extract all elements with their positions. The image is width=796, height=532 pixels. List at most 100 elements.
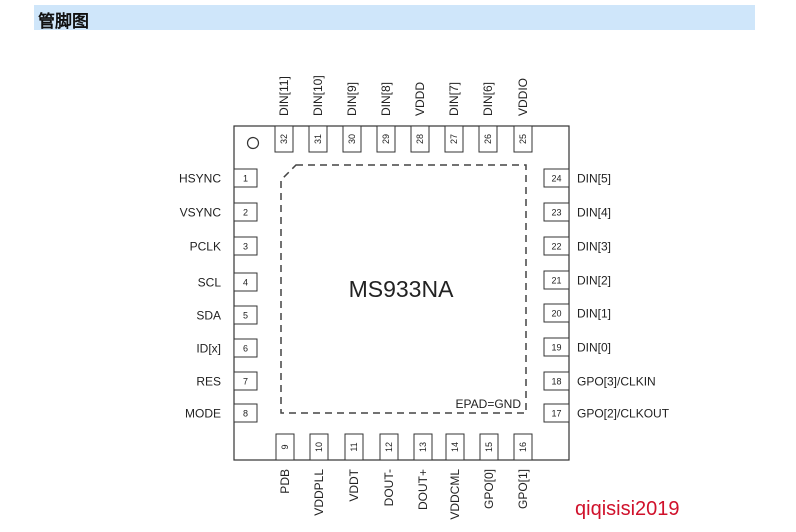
pin-number-16: 16	[518, 442, 528, 452]
pin-label-18: GPO[3]/CLKIN	[577, 375, 656, 389]
pin-number-4: 4	[243, 278, 248, 288]
pin-box-11	[344, 433, 364, 461]
pin-box-1	[233, 168, 258, 188]
pin-box-22	[543, 236, 570, 256]
pins-group: 1 HSYNC 2 VSYNC 3 PCLK 4 SCL 5 SDA 6 ID[x] 7 RES 8 MODE…	[179, 75, 670, 519]
pin-label-15: GPO[0]	[482, 469, 496, 509]
pin-box-32	[274, 125, 294, 153]
pin-label-10: VDDPLL	[312, 469, 326, 516]
pin-box-3	[233, 236, 258, 256]
pin-number-26: 26	[483, 134, 493, 144]
pin-box-30	[342, 125, 362, 153]
pin-number-21: 21	[551, 276, 561, 286]
section-title: 管脚图	[38, 12, 89, 32]
package-outline	[233, 125, 570, 461]
pin-box-18	[543, 371, 570, 391]
pin1-marker	[246, 136, 260, 150]
pin-box-24	[543, 168, 570, 188]
pin-label-22: DIN[3]	[577, 240, 611, 254]
pin-number-31: 31	[313, 134, 323, 144]
pin-number-23: 23	[551, 208, 561, 218]
pin-box-9	[275, 433, 295, 461]
pin-label-3: PCLK	[190, 240, 221, 254]
pin-label-27: DIN[7]	[447, 82, 461, 116]
pin-label-32: DIN[11]	[277, 76, 291, 116]
pin-number-11: 11	[349, 442, 359, 451]
pin-label-13: DOUT+	[416, 469, 430, 510]
pin-box-19	[543, 337, 570, 357]
pin-label-30: DIN[9]	[345, 82, 359, 116]
pin-number-25: 25	[518, 134, 528, 144]
pin-label-31: DIN[10]	[311, 75, 325, 116]
pin-box-10	[309, 433, 329, 461]
chip-name: MS933NA	[349, 276, 454, 302]
pin-number-10: 10	[314, 442, 324, 452]
pin-box-31	[308, 125, 328, 153]
pin-number-13: 13	[418, 442, 428, 452]
pin-box-21	[543, 270, 570, 290]
section-header: 管脚图	[34, 5, 755, 32]
pin-number-7: 7	[243, 377, 248, 387]
pin-label-20: DIN[1]	[577, 307, 611, 321]
pin-label-5: SDA	[196, 309, 221, 323]
pin-number-15: 15	[484, 442, 494, 452]
pin-box-28	[410, 125, 430, 153]
pin-box-6	[233, 338, 258, 358]
pin-box-2	[233, 202, 258, 222]
pin-box-13	[413, 433, 433, 461]
pin-number-32: 32	[279, 134, 289, 144]
pin-label-19: DIN[0]	[577, 341, 611, 355]
pin-box-12	[379, 433, 399, 461]
pin-label-23: DIN[4]	[577, 206, 611, 220]
pin-number-9: 9	[280, 444, 290, 449]
pin-number-3: 3	[243, 242, 248, 252]
pin-number-29: 29	[381, 134, 391, 144]
pin-label-8: MODE	[185, 407, 221, 421]
pin-number-2: 2	[243, 208, 248, 218]
pin-box-17	[543, 403, 570, 423]
pin-label-16: GPO[1]	[516, 469, 530, 509]
pin-number-20: 20	[551, 309, 561, 319]
pin-number-14: 14	[450, 442, 460, 452]
pin-label-9: PDB	[278, 469, 292, 494]
pin-box-20	[543, 303, 570, 323]
pin-label-28: VDDD	[413, 82, 427, 116]
pin-label-14: VDDCML	[448, 469, 462, 520]
watermark: qiqisisi2019	[575, 498, 680, 520]
pin-number-17: 17	[551, 409, 561, 419]
pin-label-29: DIN[8]	[379, 82, 393, 116]
pin-number-28: 28	[415, 134, 425, 144]
pin-label-25: VDDIO	[516, 78, 530, 116]
pin-box-15	[479, 433, 499, 461]
pin-label-1: HSYNC	[179, 172, 221, 186]
pin-label-6: ID[x]	[196, 342, 221, 356]
pin-number-24: 24	[551, 174, 561, 184]
pin-box-5	[233, 305, 258, 325]
pin-label-12: DOUT-	[382, 469, 396, 506]
pin-number-1: 1	[243, 174, 248, 184]
pin-box-14	[445, 433, 465, 461]
pin-box-27	[444, 125, 464, 153]
pin-label-24: DIN[5]	[577, 172, 611, 186]
pin-number-6: 6	[243, 344, 248, 354]
pin-box-23	[543, 202, 570, 222]
pin-label-4: SCL	[198, 276, 222, 290]
pin-number-19: 19	[551, 343, 561, 353]
pin-box-8	[233, 403, 258, 423]
pin-number-30: 30	[347, 134, 357, 144]
pin-number-12: 12	[384, 442, 394, 452]
pin-box-25	[513, 125, 533, 153]
pin-box-7	[233, 371, 258, 391]
pin-number-5: 5	[243, 311, 248, 321]
pin-label-21: DIN[2]	[577, 274, 611, 288]
pin-label-7: RES	[196, 375, 221, 389]
pin-box-26	[478, 125, 498, 153]
pin-label-17: GPO[2]/CLKOUT	[577, 407, 670, 421]
pin-box-29	[376, 125, 396, 153]
pin-box-4	[233, 272, 258, 292]
exposed-pad-outline	[280, 164, 527, 414]
pin-number-8: 8	[243, 409, 248, 419]
pin-number-27: 27	[449, 134, 459, 144]
pin-label-2: VSYNC	[180, 206, 222, 220]
